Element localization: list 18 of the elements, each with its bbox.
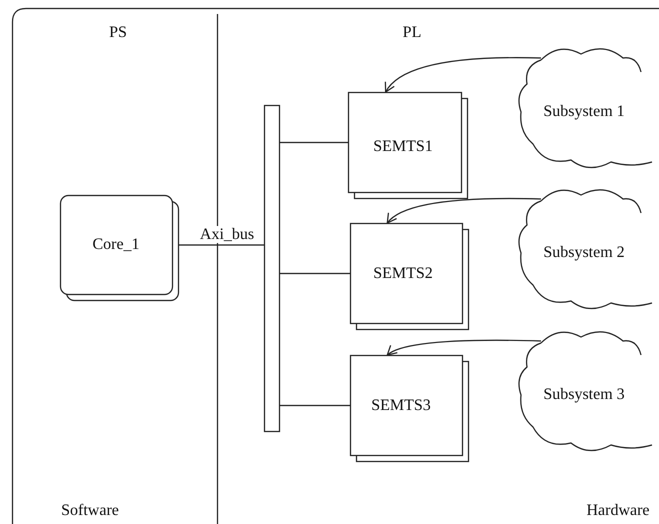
block-label: SEMTS2 <box>373 265 433 283</box>
connector-line <box>280 272 350 274</box>
block-label: SEMTS3 <box>371 397 431 415</box>
cloud-label: Subsystem 1 <box>543 103 625 121</box>
section-label: Software <box>61 502 119 520</box>
cloud-label: Subsystem 2 <box>543 244 625 262</box>
block-label: Core_1 <box>92 236 140 254</box>
arrow <box>385 57 542 93</box>
section-heading: PL <box>402 24 422 42</box>
connector-line <box>280 142 348 144</box>
arrow <box>386 198 542 224</box>
block-label: SEMTS1 <box>373 138 433 156</box>
section-heading: PS <box>109 24 127 42</box>
section-label: Hardware <box>586 502 650 520</box>
arrow <box>386 340 542 356</box>
edge-label: Axi_bus <box>198 226 256 243</box>
cloud-label: Subsystem 3 <box>543 386 625 404</box>
connector-line <box>280 404 350 406</box>
